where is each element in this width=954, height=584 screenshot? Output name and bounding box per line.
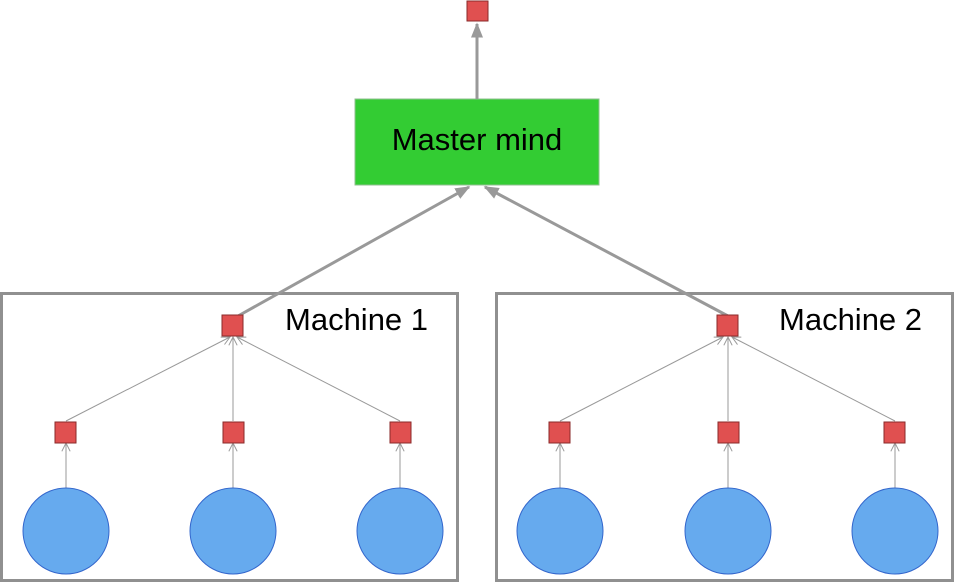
- machine-2-label: Machine 2: [779, 302, 923, 337]
- m1-worker-circle-2: [189, 487, 277, 575]
- master-mind-box: [354, 98, 600, 186]
- m2-leaf-node-1: [548, 421, 571, 444]
- master-mind-label: Master mind: [391, 122, 563, 157]
- m1-leaf-node-1: [54, 421, 77, 444]
- m2-leaf-node-3: [883, 421, 906, 444]
- machine-2-to-master-arrow: [483, 185, 729, 318]
- machine-1-frame: [0, 292, 459, 582]
- m1-worker-circle-1: [22, 487, 110, 575]
- m1-leaf-1-to-hub-arrow: [65, 337, 230, 422]
- m1-leaf-node-2: [222, 421, 245, 444]
- machine-1-hub-node: [221, 314, 244, 337]
- m2-leaf-1-to-hub-arrow: [559, 337, 723, 422]
- m2-worker-circle-3: [851, 487, 939, 575]
- m2-worker-circle-1: [516, 487, 604, 575]
- machine-1-label: Machine 1: [285, 302, 429, 337]
- m2-leaf-3-to-hub-arrow: [732, 337, 896, 422]
- m2-worker-circle-2: [684, 487, 772, 575]
- machine-2-frame: [495, 292, 954, 582]
- machine-2-hub-node: [716, 314, 739, 337]
- m1-leaf-3-to-hub-arrow: [237, 337, 401, 422]
- m1-leaf-node-3: [389, 421, 412, 444]
- m2-leaf-node-2: [717, 421, 740, 444]
- m1-worker-circle-3: [356, 487, 444, 575]
- output-node: [466, 0, 489, 22]
- machine-1-to-master-arrow: [237, 185, 471, 318]
